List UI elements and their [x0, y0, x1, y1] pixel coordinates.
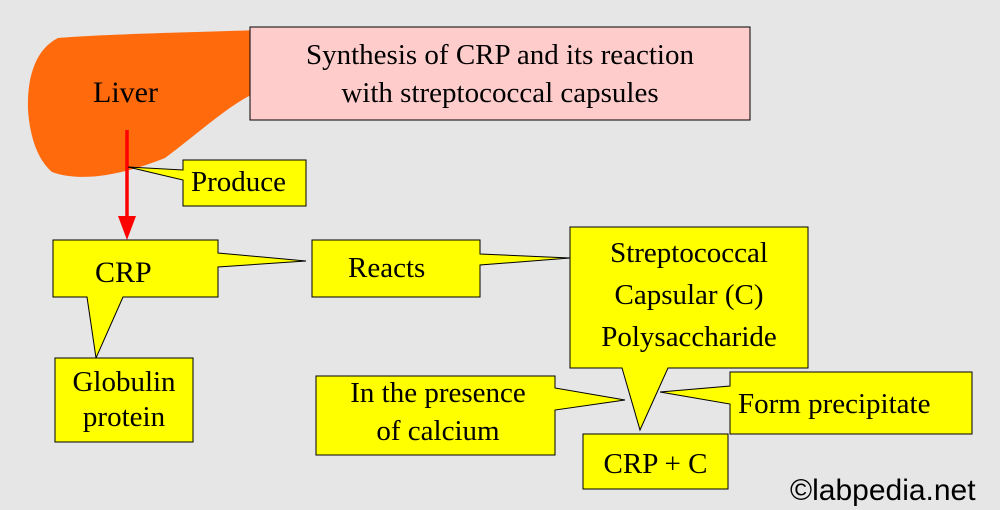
calcium-line-1: In the presence: [350, 377, 526, 409]
calcium-line-2: of calcium: [376, 415, 500, 447]
strep-callout: [569, 226, 809, 432]
calcium-callout: [315, 375, 626, 456]
crp-callout: [52, 239, 307, 360]
liver-label: Liver: [93, 76, 158, 109]
liver-shape: [27, 30, 258, 177]
precipitate-callout: [659, 371, 973, 435]
precipitate-label: Form precipitate: [738, 388, 931, 420]
watermark: ©labpedia.net: [790, 474, 976, 507]
title-line-2: with streptococcal capsules: [341, 77, 659, 109]
globulin-text: Globulin protein: [55, 365, 193, 435]
title-text: Synthesis of CRP and its reaction with s…: [250, 36, 750, 112]
title-box: [249, 26, 751, 121]
globulin-line-1: Globulin: [72, 366, 176, 398]
crp-label: CRP: [95, 256, 152, 289]
globulin-line-2: protein: [82, 401, 166, 433]
globulin-callout: [54, 357, 194, 443]
reacts-label: Reacts: [348, 252, 426, 284]
production-arrow-head: [118, 216, 136, 240]
strep-line-2: Capsular (C): [614, 279, 764, 311]
reacts-callout: [311, 239, 571, 298]
strep-text: Streptococcal Capsular (C) Polysaccharid…: [570, 232, 808, 358]
crp-c-label: CRP + C: [603, 448, 708, 480]
produce-label: Produce: [191, 166, 287, 198]
produce-callout: [127, 159, 307, 207]
strep-line-1: Streptococcal: [610, 237, 768, 269]
title-line-1: Synthesis of CRP and its reaction: [306, 39, 694, 71]
calcium-text: In the presence of calcium: [316, 374, 560, 450]
strep-line-3: Polysaccharide: [601, 321, 777, 353]
crp-c-box: [582, 433, 729, 490]
